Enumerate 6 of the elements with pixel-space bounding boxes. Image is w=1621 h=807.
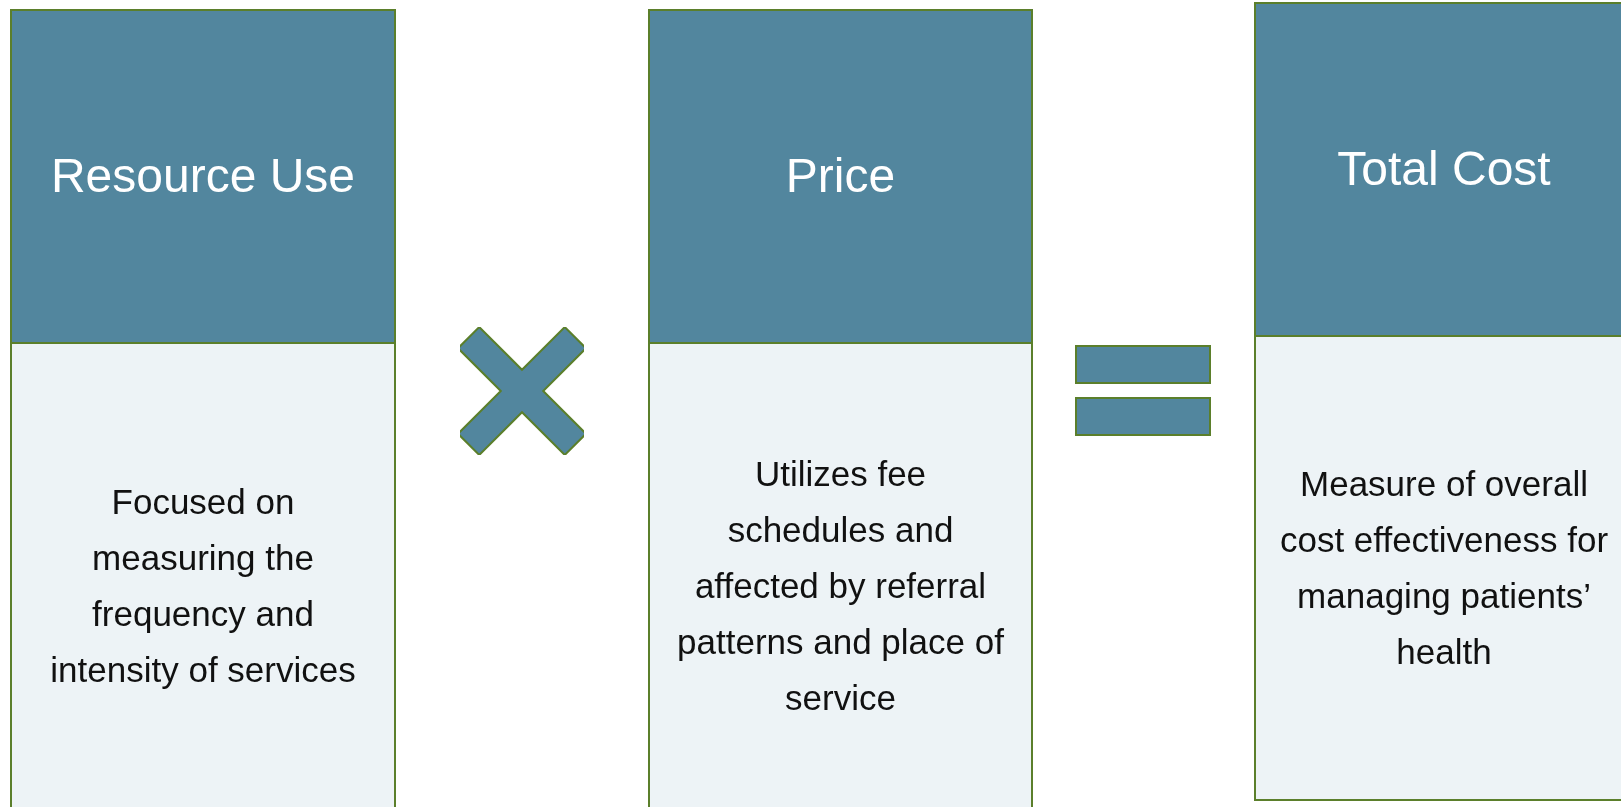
header-text: Price [784,148,897,205]
header-text: Total Cost [1336,141,1552,198]
description-text: Measure of overall cost effectiveness for managing patients’ health [1278,463,1610,673]
description-text: Utilizes fee schedules and affected by referral patterns and place of service [676,452,1005,719]
description-text: Focused on measuring the frequency and intensity of services [49,480,357,691]
header-text: Resource Use [49,148,357,205]
